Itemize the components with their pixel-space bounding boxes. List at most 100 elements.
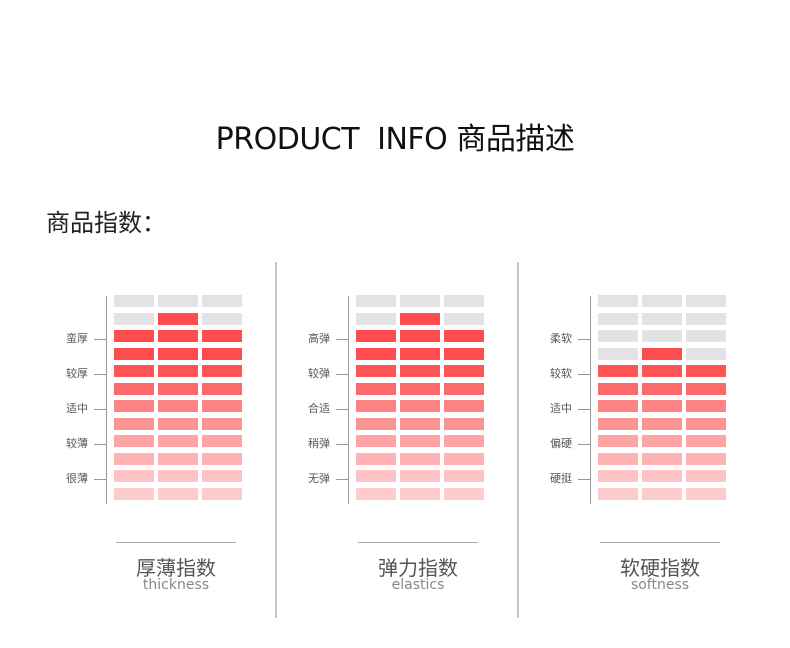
- index-cell: [158, 347, 198, 360]
- thickness-index-panel: 蛮厚 较厚 适中 较薄 很薄 厚薄指数 thickness: [42, 290, 282, 610]
- index-cell: [642, 487, 682, 500]
- index-cell: [158, 365, 198, 377]
- index-cell: [356, 487, 396, 500]
- level-tick: [578, 374, 590, 375]
- level-marker: 很薄: [42, 472, 116, 486]
- scale-axis: [348, 296, 349, 504]
- index-cell: [356, 330, 396, 342]
- index-cell: [356, 435, 396, 447]
- label-underline: [358, 542, 478, 543]
- index-cell: [202, 365, 242, 377]
- index-cell: [202, 330, 242, 342]
- level-label: 较弹: [308, 367, 330, 380]
- level-tick: [336, 479, 348, 480]
- index-cell: [114, 365, 154, 377]
- level-marker: 适中: [42, 402, 116, 416]
- level-tick: [336, 409, 348, 410]
- index-cell: [158, 435, 198, 447]
- index-cell: [642, 400, 682, 412]
- index-cell: [158, 470, 198, 482]
- index-cell: [686, 487, 726, 500]
- index-cell: [444, 452, 484, 465]
- index-cell: [686, 435, 726, 447]
- level-marker: 无弹: [284, 472, 358, 486]
- level-tick: [336, 374, 348, 375]
- level-tick: [336, 339, 348, 340]
- index-cell: [642, 330, 682, 342]
- index-cell: [598, 295, 638, 307]
- index-cell: [444, 295, 484, 307]
- page-title: PRODUCT INFO 商品描述: [215, 122, 575, 157]
- level-label: 合适: [308, 402, 330, 415]
- index-cell: [642, 470, 682, 482]
- index-cell: [202, 470, 242, 482]
- label-underline: [600, 542, 720, 543]
- index-cell: [158, 400, 198, 412]
- label-underline: [116, 542, 236, 543]
- index-subtitle: thickness: [142, 577, 210, 593]
- index-cell: [598, 365, 638, 377]
- level-marker: 较厚: [42, 367, 116, 381]
- level-label: 蛮厚: [66, 332, 88, 345]
- level-marker: 较弹: [284, 367, 358, 381]
- index-cell: [400, 330, 440, 342]
- index-cell: [356, 382, 396, 395]
- level-label: 适中: [550, 402, 572, 415]
- level-tick: [336, 444, 348, 445]
- index-cell: [114, 470, 154, 482]
- index-cell: [598, 452, 638, 465]
- level-label: 偏硬: [550, 437, 572, 450]
- index-cell: [202, 400, 242, 412]
- index-cell: [686, 295, 726, 307]
- level-marker: 合适: [284, 402, 358, 416]
- level-marker: 较薄: [42, 437, 116, 451]
- level-label: 高弹: [308, 332, 330, 345]
- index-cell: [400, 382, 440, 395]
- level-tick: [578, 444, 590, 445]
- index-cell: [114, 330, 154, 342]
- index-cell: [400, 487, 440, 500]
- index-cell: [686, 365, 726, 377]
- index-subtitle: elastics: [391, 577, 445, 593]
- index-cell: [202, 435, 242, 447]
- level-marker: 高弹: [284, 332, 358, 346]
- index-cell: [400, 295, 440, 307]
- index-cell: [356, 347, 396, 360]
- index-cell: [444, 312, 484, 325]
- level-tick: [94, 374, 106, 375]
- index-cell: [598, 487, 638, 500]
- index-cell: [598, 312, 638, 325]
- index-cell: [202, 312, 242, 325]
- index-cell: [400, 435, 440, 447]
- index-cell: [158, 452, 198, 465]
- scale-axis: [590, 296, 591, 504]
- index-cell: [158, 312, 198, 325]
- index-cell: [686, 347, 726, 360]
- index-cell: [444, 330, 484, 342]
- index-cell: [158, 295, 198, 307]
- index-cell: [158, 417, 198, 430]
- index-cell: [114, 435, 154, 447]
- level-label: 较软: [550, 367, 572, 380]
- index-cell: [642, 417, 682, 430]
- index-cell: [356, 312, 396, 325]
- index-cell: [202, 347, 242, 360]
- level-marker: 适中: [526, 402, 600, 416]
- index-cell: [114, 295, 154, 307]
- index-cell: [598, 382, 638, 395]
- level-label: 适中: [66, 402, 88, 415]
- index-cell: [686, 382, 726, 395]
- index-cell: [114, 312, 154, 325]
- index-cell: [356, 400, 396, 412]
- level-tick: [94, 339, 106, 340]
- level-tick: [94, 409, 106, 410]
- index-cell: [686, 452, 726, 465]
- index-cell: [686, 470, 726, 482]
- index-title: 软硬指数: [620, 556, 700, 580]
- index-cell: [444, 417, 484, 430]
- level-tick: [94, 479, 106, 480]
- level-label: 较厚: [66, 367, 88, 380]
- index-cell: [598, 470, 638, 482]
- level-marker: 硬挺: [526, 472, 600, 486]
- index-cell: [202, 417, 242, 430]
